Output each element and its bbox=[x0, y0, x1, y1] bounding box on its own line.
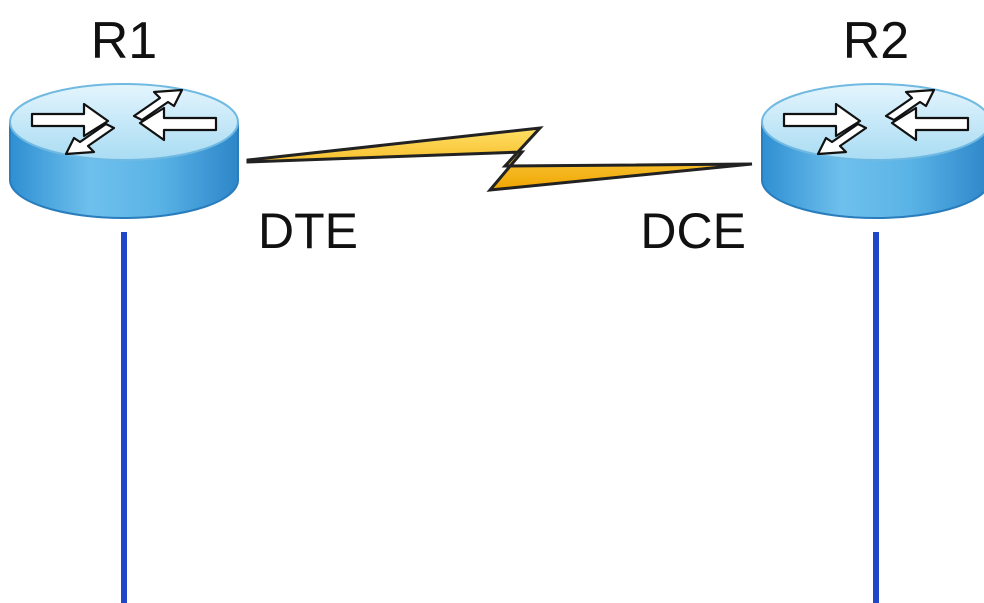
router-icon bbox=[760, 82, 984, 220]
router-r1[interactable] bbox=[8, 82, 240, 220]
dce-label: DCE bbox=[640, 203, 746, 259]
router-r2[interactable] bbox=[760, 82, 984, 220]
router-icon bbox=[8, 82, 240, 220]
router-r2-label: R2 bbox=[843, 12, 909, 70]
serial-lightning-icon bbox=[246, 126, 753, 192]
dte-label: DTE bbox=[258, 203, 358, 259]
router-r1-label: R1 bbox=[91, 12, 157, 70]
